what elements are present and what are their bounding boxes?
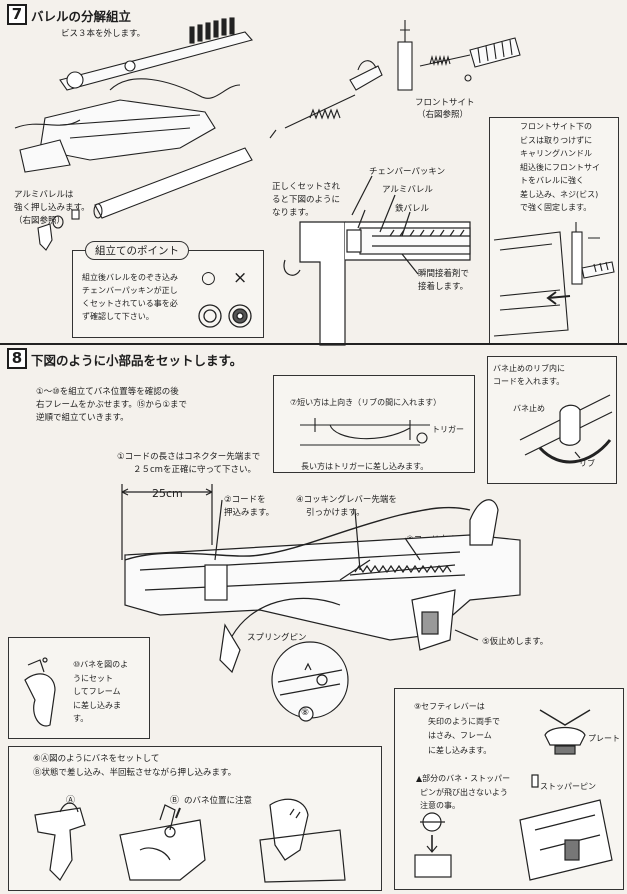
- note6-text: ⑥Ⓐ図のようにバネをセットして Ⓑ状態で差し込み、半回転させながら押し込みます。: [33, 754, 237, 778]
- remove-screws-label: ビス３本を外します。: [61, 29, 146, 39]
- ng-symbol: ×: [233, 268, 248, 288]
- step8-title: 下図のように小部品をセットします。: [31, 353, 243, 368]
- step7-number: 7: [7, 4, 27, 25]
- assembly-point-rings: [198, 304, 252, 328]
- barrel-exploded-illustration: [14, 17, 521, 251]
- spring-pin-label: スプリングピン: [247, 633, 307, 643]
- front-sight-ref-label: （右図参照）: [417, 110, 469, 120]
- step8-number: 8: [7, 348, 27, 369]
- step7-title: バレルの分解組立: [31, 9, 132, 24]
- stopper-pin-label: ストッパーピン: [540, 782, 596, 791]
- note5: ⑤仮止めします。: [482, 637, 549, 647]
- spring-position-note: のバネ位置に注意: [184, 796, 253, 806]
- chamber-section-illustration: [283, 175, 471, 346]
- chamber-packing-label: チェンバーパッキン: [369, 167, 446, 177]
- step8-intro: ①～⑩を組立てバネ位置等を確認の後 右フレームをかぶせます。⑮から①まで 逆順で…: [36, 387, 188, 423]
- glue-note: 瞬間接着剤で 接着します。: [418, 269, 470, 292]
- label-a: Ⓐ: [66, 796, 76, 806]
- iron-barrel-label: 鉄バレル: [395, 204, 430, 214]
- note7-text: ⑦短い方は上向き（リブの間に入れます）: [290, 398, 442, 407]
- rib-label: リブ: [579, 459, 595, 468]
- note1: ①コードの長さはコネクター先端まで ２５cmを正確に守って下さい。: [117, 452, 261, 475]
- note7-box: [273, 375, 475, 473]
- warning-text: ▲部分のバネ・ストッパー ピンが飛び出さないよう 注意の事。: [416, 774, 511, 810]
- note2: ②コードを 押込みます。: [224, 495, 275, 518]
- ok-symbol: ○: [201, 268, 216, 288]
- plate-label: プレート: [588, 734, 620, 743]
- note8-label: ⑧: [301, 708, 310, 718]
- aluminum-barrel-label: アルミバレル: [382, 185, 433, 195]
- front-sight-install-box: [489, 117, 619, 345]
- note7-bottom-text: 長い方はトリガーに差し込みます。: [301, 462, 429, 471]
- correct-set-note: 正しくセットされ ると下図のように なります。: [272, 182, 341, 218]
- note10-text: ⑩バネを図のよ うにセット してフレーム に差し込みま す。: [73, 660, 129, 723]
- aluminum-barrel-note: アルミバレルは 強く押し込みます。 （右図参照）: [14, 190, 90, 226]
- spring-stop-label: バネ止め: [513, 404, 545, 413]
- note7-trigger-label: トリガー: [432, 425, 464, 434]
- section-divider: [0, 343, 627, 345]
- front-sight-install-illustration: [493, 222, 615, 337]
- assembly-point-title: 組立てのポイント: [85, 241, 189, 260]
- spring-stop-title: バネ止めのリブ内に コードを入れます。: [493, 364, 565, 386]
- note4: ④コッキングレバー先端を 引っかけます。: [296, 495, 397, 518]
- assembly-point-text: 組立後バレルをのぞき込み チェンバーパッキンが正し くセットされている事を必 ず…: [82, 273, 178, 321]
- assembly-point-box: [72, 250, 264, 338]
- note9-text: ⑨セフティレバーは 矢印のように両手で はさみ、フレーム に差し込みます。: [414, 702, 500, 755]
- dimension-label: 25cm: [152, 487, 183, 500]
- front-sight-label: フロントサイト: [415, 98, 475, 108]
- front-sight-box-text: フロントサイト下の ビスは取りつけずに キャリングハンドル 組込後にフロントサイ…: [520, 122, 600, 212]
- label-b: Ⓑ: [170, 796, 180, 806]
